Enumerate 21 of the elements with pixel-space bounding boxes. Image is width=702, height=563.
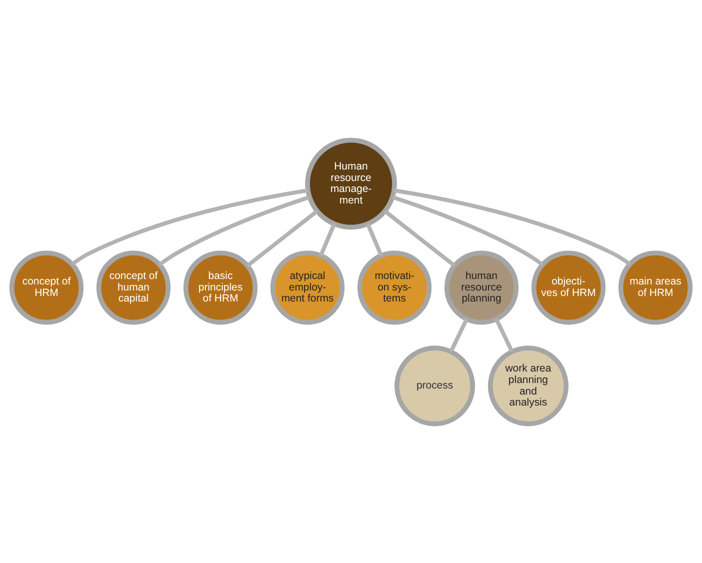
node-circle: concept of human capital xyxy=(96,250,171,324)
connector xyxy=(318,222,336,256)
connector xyxy=(394,188,631,266)
connector xyxy=(246,209,318,267)
connector xyxy=(392,194,544,266)
connector xyxy=(449,318,469,352)
node-circle: concept of HRM xyxy=(9,250,84,324)
connector xyxy=(71,188,308,266)
node-circle: process xyxy=(394,345,476,426)
node-circle: basic principles of HRM xyxy=(183,250,258,324)
node-circle: main areas of HRM xyxy=(618,250,693,324)
connector xyxy=(494,318,514,352)
node-circle: objecti- ves of HRM xyxy=(531,250,606,324)
node-circle: Human resource manage- ment xyxy=(305,137,397,230)
node-circle: motivati- on sys- tems xyxy=(357,250,432,324)
connector xyxy=(384,209,456,267)
node-circle: human resource planning xyxy=(444,250,519,324)
connector xyxy=(366,222,384,256)
node-circle: atypical employ- ment forms xyxy=(270,250,345,324)
node-circle: work area planning and analysis xyxy=(488,345,568,426)
connector xyxy=(158,194,310,266)
